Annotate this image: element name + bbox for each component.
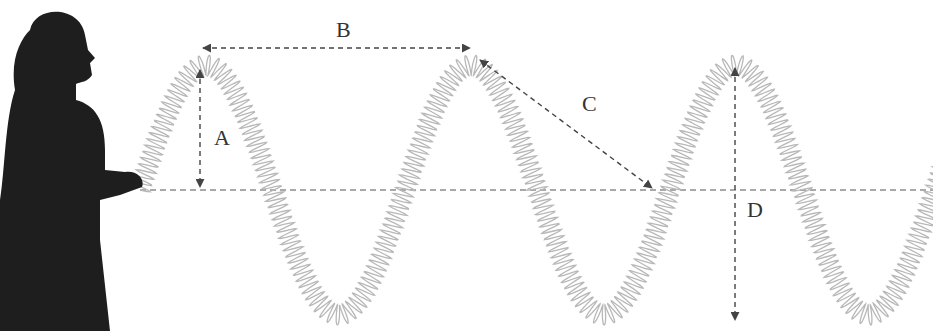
dimension-letter: D	[745, 198, 765, 222]
dimension-letter: B	[334, 18, 353, 42]
dimension-letter: A	[212, 126, 232, 150]
person-silhouette	[0, 12, 143, 331]
wavelength-arrow	[203, 47, 470, 48]
baseline	[140, 189, 933, 190]
dimension-letter: C	[580, 92, 599, 116]
peak-to-trough-arrow	[734, 68, 735, 320]
amplitude-arrow	[199, 70, 200, 187]
diagonal-arrow	[480, 60, 652, 188]
spring-coil	[132, 55, 933, 325]
coil-path	[132, 55, 933, 325]
